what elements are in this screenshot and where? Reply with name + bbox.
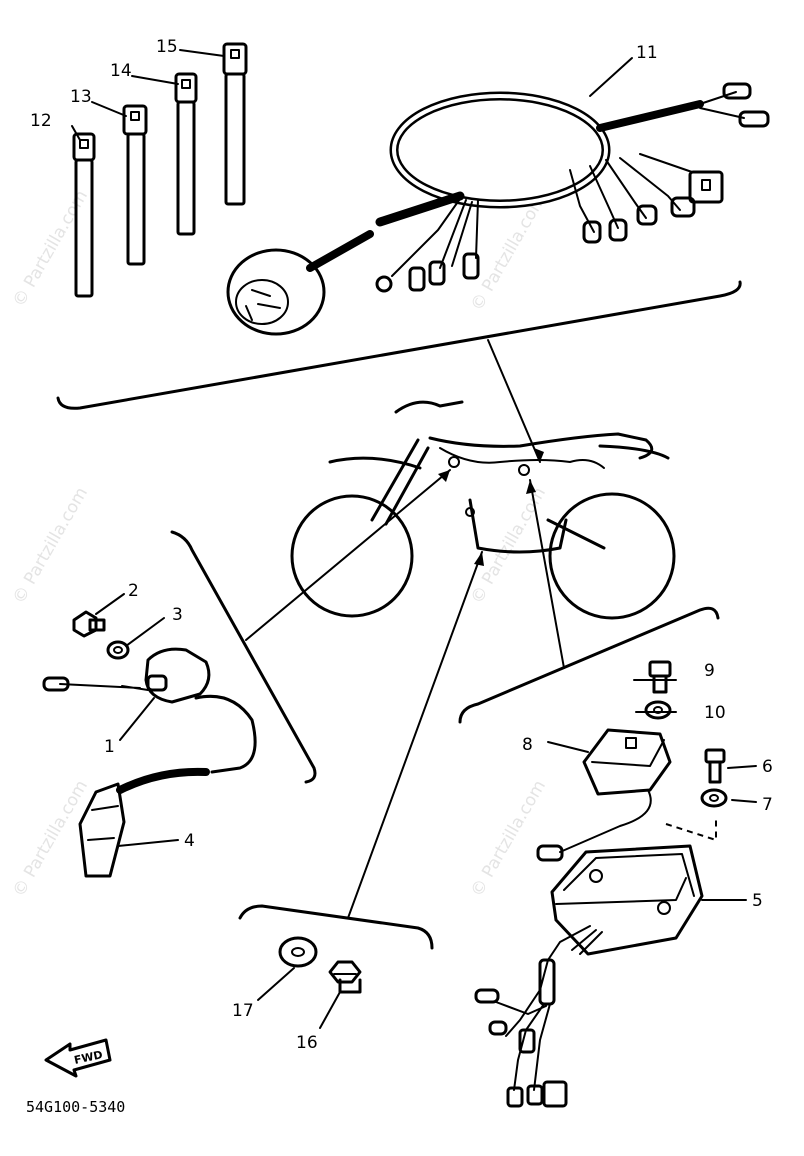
callout-6: 6 [762,757,773,777]
watermarks: © Partzilla.com © Partzilla.com © Partzi… [9,187,550,901]
pointer-16 [347,551,483,919]
cable-tie-14 [174,72,198,236]
mount-point-c [465,507,475,517]
bracket-left [170,530,317,784]
frame-tank [428,432,654,460]
callout-11: 11 [636,43,658,63]
callout-13: 13 [70,87,92,107]
bolt-2 [72,610,106,638]
bracket-top [56,280,742,410]
bolt-washer-group [278,936,362,994]
pointer-11 [487,339,541,463]
callout-7: 7 [762,795,773,815]
ring-terminal [375,275,393,293]
ignition-coil-group [42,610,257,878]
front-fork [370,438,430,526]
cable-ties [72,42,248,298]
watermark-4: © Partzilla.com [467,484,550,608]
washer-3 [106,640,130,660]
arrowhead-5 [526,480,536,494]
mount-dash-line [665,816,717,842]
watermark-5: © Partzilla.com [9,777,92,901]
fwd-arrow: FWD [44,1038,112,1078]
switch-stem [306,230,374,272]
watermark-1: © Partzilla.com [9,187,92,311]
harness-end-connector-b [738,110,770,128]
front-fender [328,456,422,470]
callout-16: 16 [296,1033,318,1053]
callout-10: 10 [704,703,726,723]
bolt-9 [648,660,672,694]
bracket-bottom [238,904,434,950]
pointer-5 [529,479,565,669]
leader-lines [71,49,757,1029]
fwd-label: FWD [73,1048,104,1067]
wire-harness-on-bike [439,447,605,469]
main-switch [226,248,326,336]
washer-10 [644,700,672,720]
mount-point-a [448,456,460,468]
callout-3: 3 [172,605,183,625]
washer-17 [278,936,318,968]
washer-7 [700,788,728,808]
bolt-6 [704,748,726,784]
harness-plug [688,170,724,204]
harness-trunk [375,191,465,227]
front-wheel [290,494,414,618]
motorcycle-outline [290,400,676,620]
arrowhead-16 [474,552,484,566]
callout-8: 8 [522,735,533,755]
callouts: 12 13 14 15 11 2 3 1 4 9 10 8 6 7 5 17 1… [30,37,773,1053]
callout-15: 15 [156,37,178,57]
callout-12: 12 [30,111,52,131]
bracket-right [458,606,720,724]
rectifier-8 [536,728,672,862]
callout-9: 9 [704,661,715,681]
callout-14: 14 [110,61,132,81]
rear-fender [598,444,670,460]
harness-end-connector-a [722,82,752,100]
callout-1: 1 [104,737,115,757]
swingarm [546,518,606,550]
diagram-code: 54G100-5340 [26,1098,125,1116]
wire-harness [226,82,770,336]
callout-2: 2 [128,581,139,601]
mount-point-b [518,464,530,476]
section-brackets [56,280,742,950]
harness-tail [596,100,704,132]
handlebar [394,400,464,414]
ignition-coil [42,647,257,774]
frame-lower [468,498,568,554]
rear-wheel [548,492,676,620]
cdi-unit-5 [474,844,704,1108]
watermark-2: © Partzilla.com [467,191,550,315]
arrowhead-1 [438,470,450,482]
callout-4: 4 [184,831,195,851]
plug-cap-4 [78,767,210,878]
pointer-1 [245,469,451,641]
pointer-lines [245,339,565,919]
cable-tie-13 [122,104,148,266]
callout-5: 5 [752,891,763,911]
arrowhead-11 [534,448,544,462]
cable-tie-12 [72,132,96,298]
watermark-6: © Partzilla.com [467,777,550,901]
cable-tie-15 [222,42,248,206]
callout-17: 17 [232,1001,254,1021]
bolt-16 [328,960,362,994]
electrical-units-group [474,660,728,1108]
watermark-3: © Partzilla.com [9,484,92,608]
